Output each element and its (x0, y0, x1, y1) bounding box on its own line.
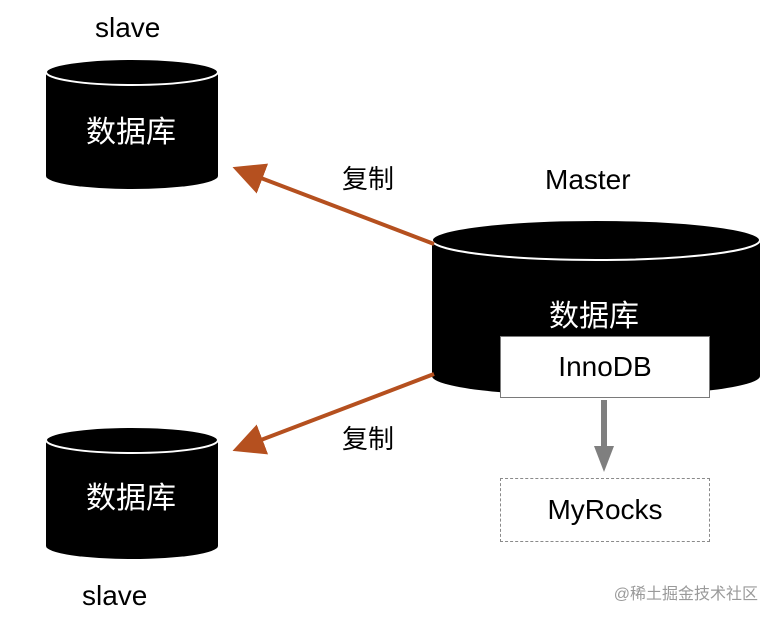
myrocks-label: MyRocks (547, 494, 663, 525)
myrocks-engine-box: MyRocks (500, 478, 710, 542)
slave-top-db-label: 数据库 (86, 115, 176, 150)
replication-label-bottom: 复制 (342, 424, 395, 454)
slave-bottom-database-cylinder (45, 426, 219, 559)
slave-bottom-title: slave (82, 580, 148, 611)
replication-label-top: 复制 (342, 164, 395, 194)
master-db-label: 数据库 (549, 299, 639, 334)
slave-top-database-cylinder (45, 58, 219, 189)
slave-bottom-db-label: 数据库 (86, 481, 176, 516)
slave-top-title: slave (95, 12, 161, 43)
migration-arrow (594, 400, 614, 472)
watermark-text: @稀土掘金技术社区 (613, 586, 758, 603)
innodb-engine-box: InnoDB (500, 336, 710, 398)
replication-arrow-bottom (232, 372, 435, 455)
replication-arrow-top (232, 163, 435, 246)
innodb-label: InnoDB (558, 351, 652, 382)
master-title: Master (545, 164, 631, 195)
